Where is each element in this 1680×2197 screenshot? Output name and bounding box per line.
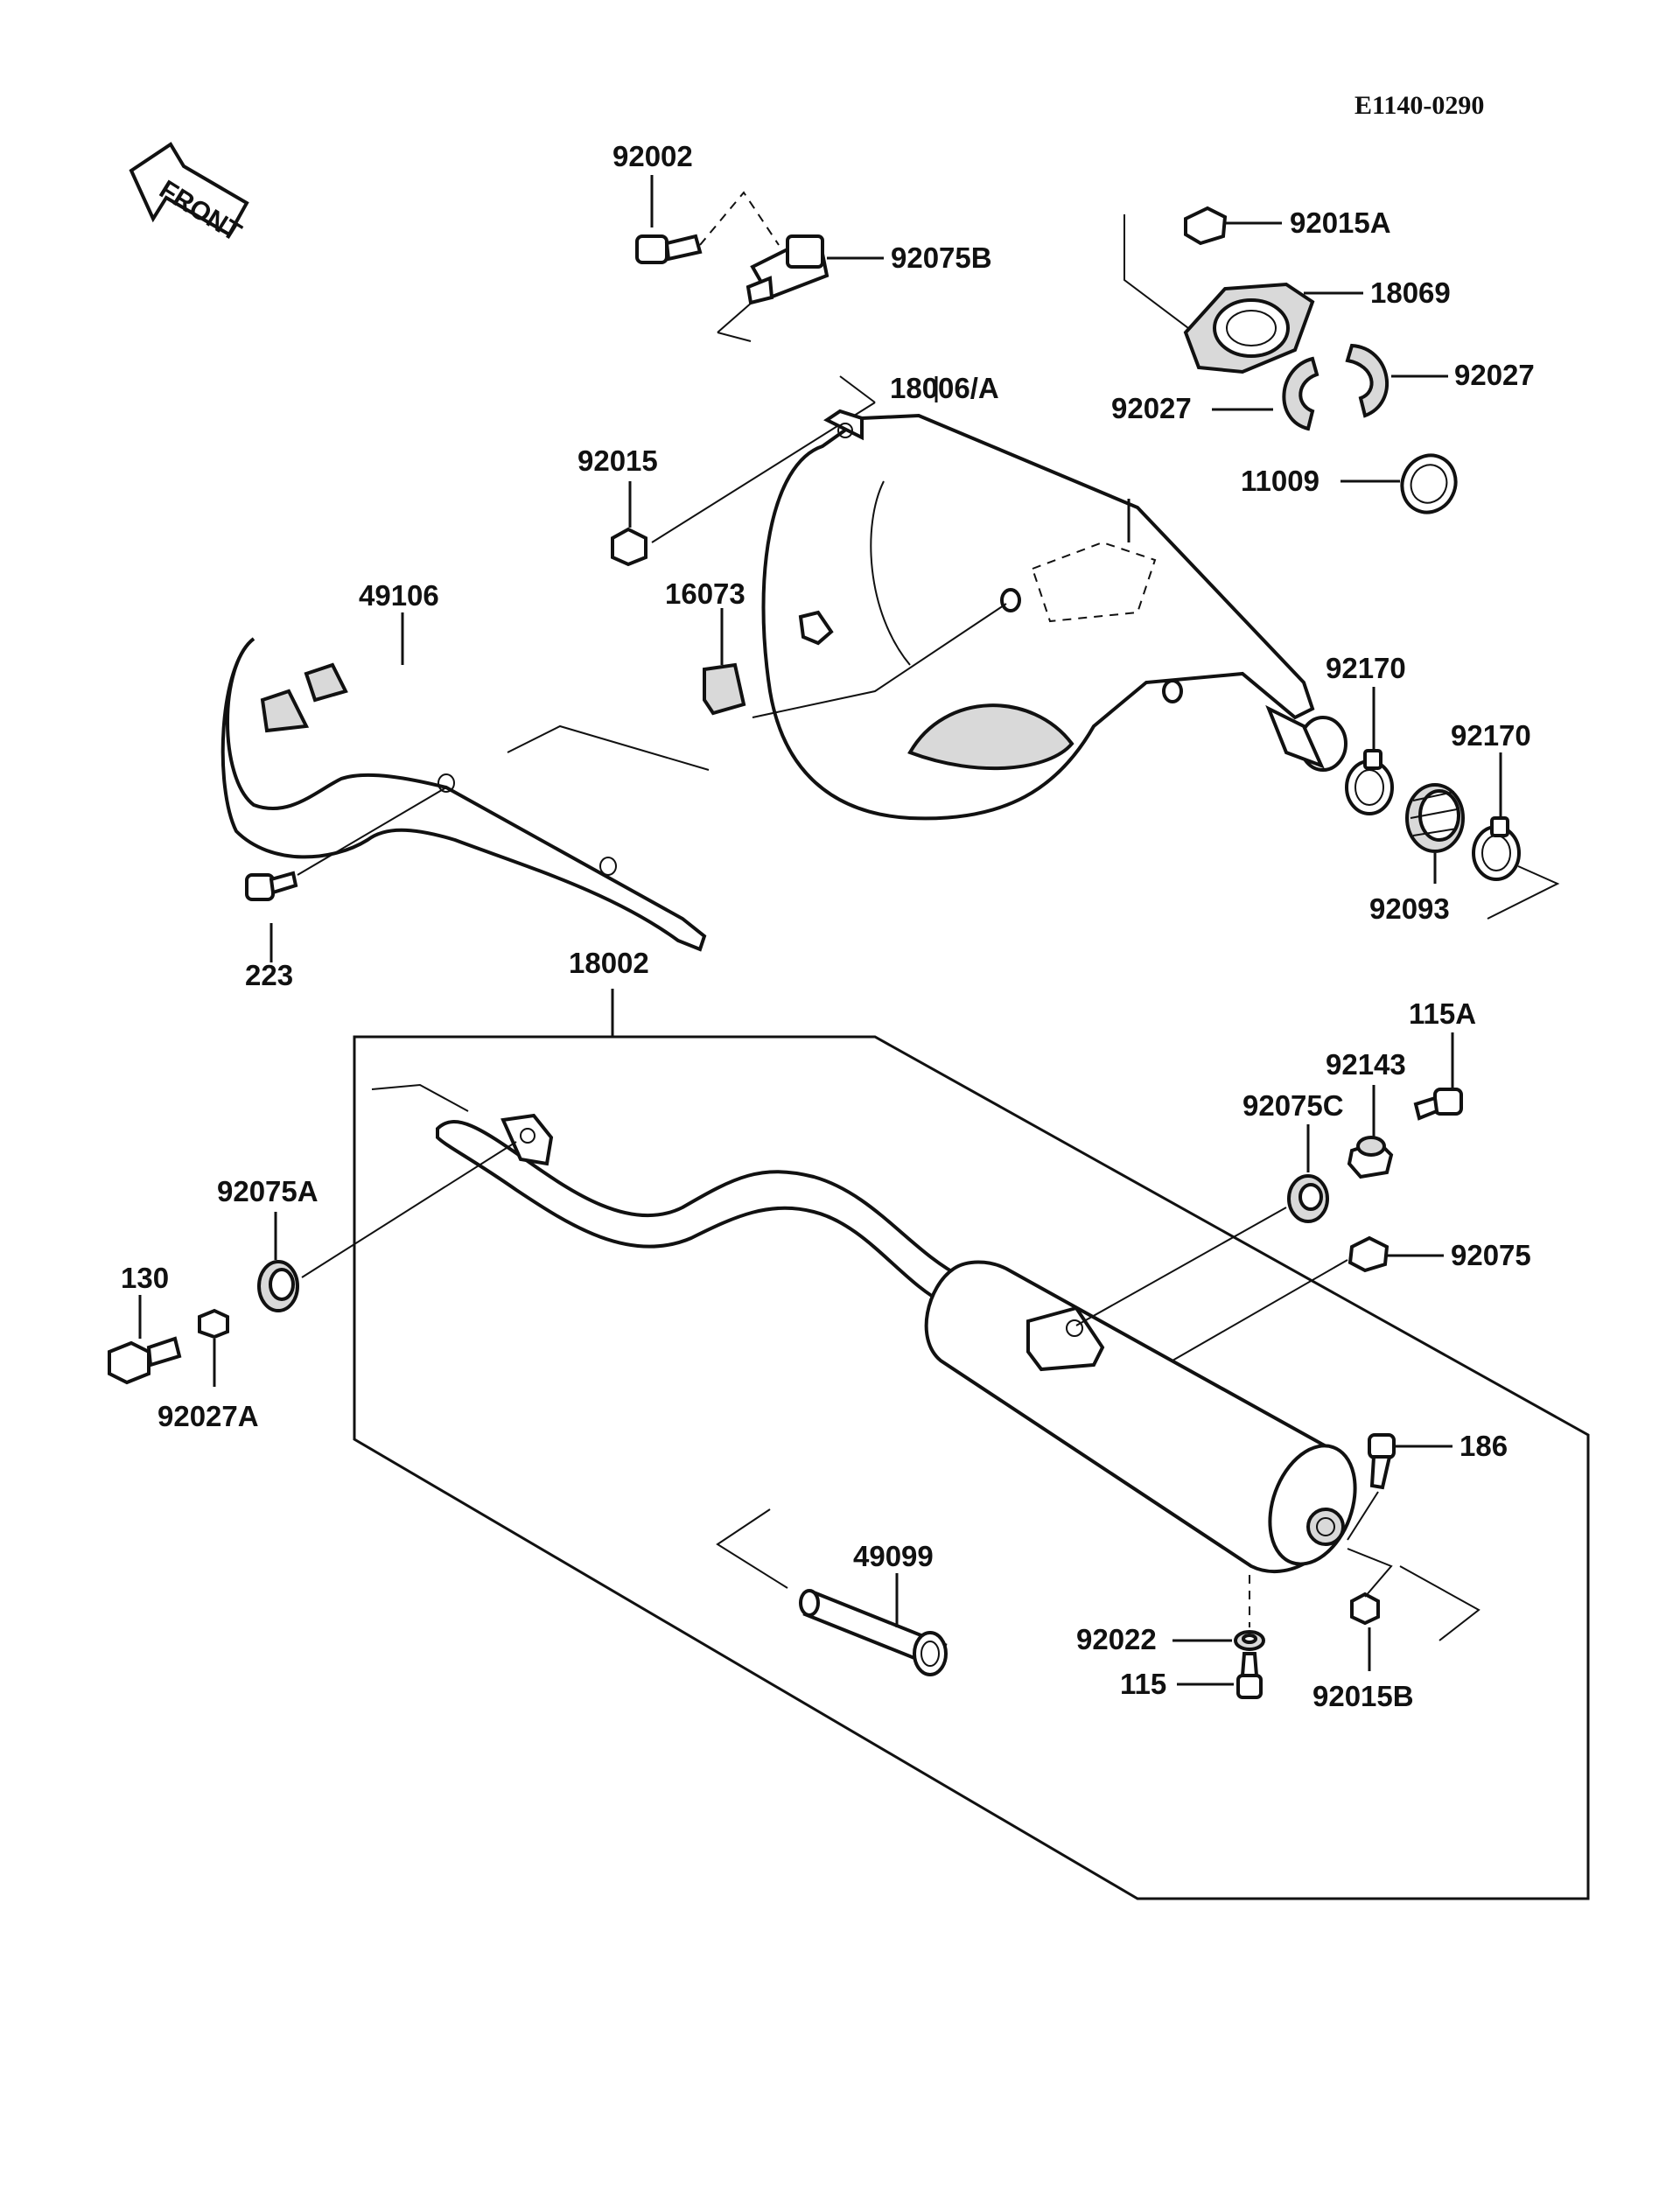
grommet-92075C-icon <box>1287 1174 1329 1223</box>
collar-92143-icon <box>1347 1136 1394 1179</box>
clamp-92170-left-icon <box>1345 749 1394 815</box>
label-18069: 18069 <box>1370 276 1451 309</box>
label-92075C: 92075C <box>1242 1089 1344 1122</box>
label-92022: 92022 <box>1076 1623 1157 1655</box>
nut-92015-icon <box>611 527 648 567</box>
washer-92022-icon <box>1234 1630 1265 1651</box>
label-92015: 92015 <box>578 444 658 477</box>
assembly-18002-outline <box>353 1035 1590 1900</box>
collar-92027-right-icon <box>1345 343 1389 418</box>
flange-18069-icon <box>1183 282 1315 374</box>
nut-92015A-icon <box>1184 206 1228 246</box>
gasket-11009-icon <box>1400 453 1458 514</box>
label-92093: 92093 <box>1369 892 1450 925</box>
grommet-16073-icon <box>703 662 746 716</box>
label-115A: 115A <box>1409 997 1476 1030</box>
bolt-186-icon <box>1368 1433 1396 1490</box>
bolt-115-icon <box>1236 1652 1263 1699</box>
label-92143: 92143 <box>1326 1048 1406 1081</box>
clamp-92170-right-icon <box>1472 816 1521 881</box>
label-49106: 49106 <box>359 579 439 612</box>
coupling-92093-icon <box>1405 783 1465 853</box>
expansion-chamber-18006A-icon <box>761 409 1348 821</box>
grommet-92075-icon <box>1348 1235 1390 1273</box>
label-92015B: 92015B <box>1312 1680 1414 1712</box>
label-92075: 92075 <box>1451 1239 1531 1271</box>
label-115: 115 <box>1120 1668 1166 1700</box>
bolt-130-icon <box>108 1336 182 1385</box>
label-92002: 92002 <box>612 140 693 172</box>
label-92170-left: 92170 <box>1326 652 1406 684</box>
label-16073: 16073 <box>665 577 746 610</box>
bracket-92075B-icon <box>746 234 830 305</box>
heat-guard-49106-icon <box>220 637 707 952</box>
label-49099: 49099 <box>853 1540 934 1572</box>
label-18006A: 18006/A <box>890 372 999 404</box>
spark-arrestor-49099-icon <box>799 1589 948 1676</box>
label-92075B: 92075B <box>891 241 992 274</box>
label-92170-right: 92170 <box>1451 719 1531 752</box>
label-92027A: 92027A <box>158 1400 259 1432</box>
label-92075A: 92075A <box>217 1175 318 1207</box>
label-92015A: 92015A <box>1290 206 1391 239</box>
collar-92027-left-icon <box>1282 356 1320 431</box>
label-223: 223 <box>245 959 293 991</box>
label-186: 186 <box>1460 1430 1508 1462</box>
muffler-18002-icon <box>436 1113 1357 1574</box>
label-130: 130 <box>121 1262 169 1294</box>
bolt-115A-icon <box>1413 1088 1463 1121</box>
bolt-92002-icon <box>635 234 703 264</box>
reference-code: E1140-0290 <box>1354 91 1484 120</box>
front-arrow-icon: FRONT <box>129 142 249 248</box>
nut-92015B-icon <box>1350 1592 1380 1626</box>
label-92027-right: 92027 <box>1454 359 1535 391</box>
label-11009: 11009 <box>1241 465 1320 497</box>
grommet-92075A-icon <box>257 1260 299 1312</box>
label-18002: 18002 <box>569 947 649 979</box>
label-92027-left: 92027 <box>1111 392 1192 424</box>
collar-92027A-icon <box>198 1308 229 1340</box>
bolt-223-icon <box>245 871 298 901</box>
